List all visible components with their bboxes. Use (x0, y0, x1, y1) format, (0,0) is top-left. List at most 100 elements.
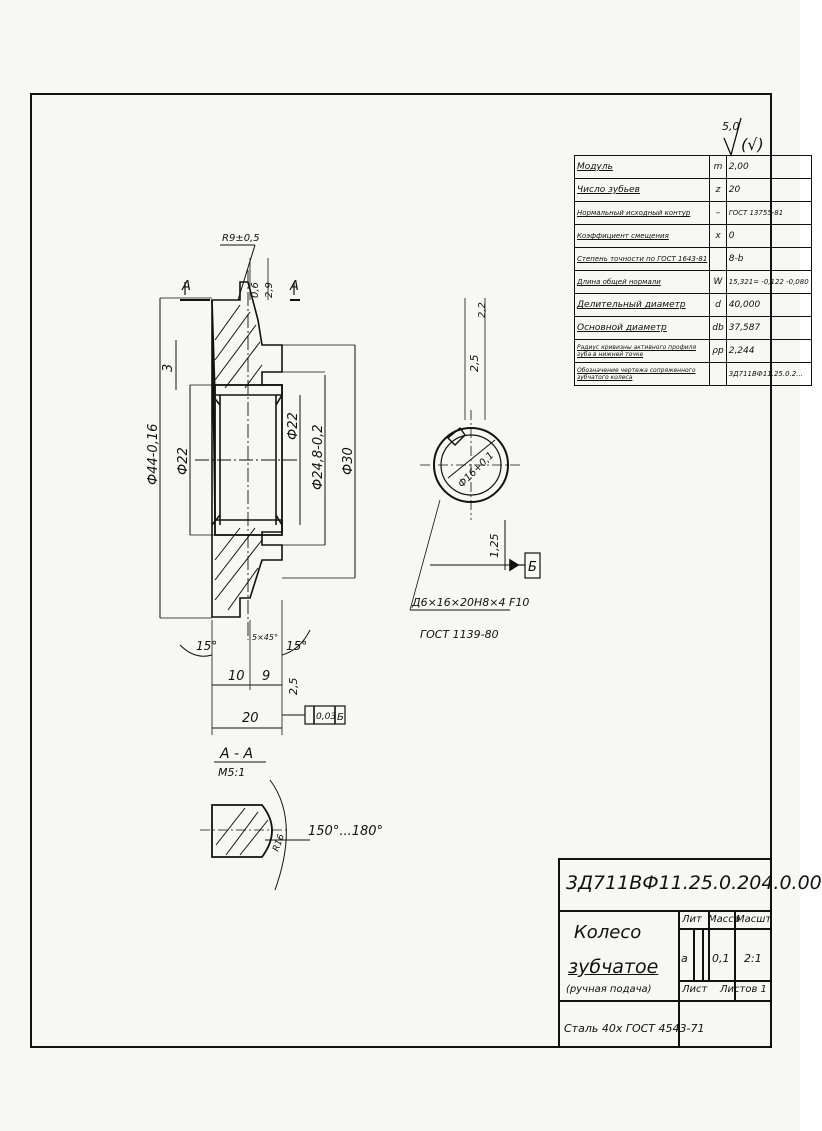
scale-header: Масшт (736, 914, 772, 925)
drawing-graphics: 5,0 (√) R9±0,5 0,6 2,9 А А Ф44-0,16 Ф22 … (146, 117, 764, 891)
section-mark-right: А (289, 279, 299, 294)
dim-angle-range: 150°...180° (308, 824, 383, 839)
part-name-line1: Колесо (574, 922, 642, 943)
param-name: Число зубьев (573, 178, 711, 202)
base-label: Б (528, 560, 537, 575)
sheet-label: Лист (682, 984, 708, 995)
dim-r16: R16 (271, 833, 287, 853)
title-divider (678, 928, 770, 930)
dim-l20: 20 (242, 711, 259, 726)
param-value: 8-b (725, 247, 812, 271)
param-symbol: d (709, 293, 727, 317)
param-symbol: W (709, 270, 727, 294)
param-symbol: x (709, 224, 727, 248)
dim-d248: Ф24,8-0,2 (311, 424, 326, 490)
title-divider (678, 910, 680, 1048)
param-symbol: – (709, 201, 727, 225)
dim-h3: 3 (161, 364, 176, 372)
view-scale: М5:1 (218, 766, 245, 779)
param-name: Обозначение чертежа сопряженного зубчато… (573, 362, 711, 386)
title-divider (693, 928, 695, 980)
param-symbol: db (709, 316, 727, 340)
spline-standard: ГОСТ 1139-80 (420, 628, 499, 641)
param-row: Радиус кривизны активного профиля зуба в… (573, 339, 812, 363)
param-symbol: z (709, 178, 727, 202)
section-mark-left: А (181, 279, 191, 294)
param-value: 20 (725, 178, 812, 202)
dim-l10: 10 (228, 669, 245, 684)
param-symbol: ρp (709, 339, 727, 363)
dim-w29: 2,9 (264, 282, 275, 298)
dim-d30: Ф30 (341, 447, 356, 475)
dim-w06: 0,6 (250, 282, 261, 298)
dim-key-width-2: 2,2 (477, 302, 488, 318)
param-name: Длина общей нормали (573, 270, 711, 294)
param-name: Делительный диаметр (573, 293, 711, 317)
param-name: Степень точности по ГОСТ 1643-81 (573, 247, 711, 271)
title-divider (678, 980, 770, 982)
roughness-value: 5,0 (722, 120, 740, 133)
param-row: Нормальный исходный контур–ГОСТ 13755-81 (573, 201, 812, 225)
part-name-line2: зубчатое (568, 956, 659, 978)
title-divider (708, 910, 710, 980)
tolerance-value: 0,03 (316, 712, 336, 722)
dim-d44: Ф44-0,16 (146, 424, 161, 485)
dim-d125: 1,25 (488, 534, 501, 559)
drawing-sheet: 5,0 (√) R9±0,5 0,6 2,9 А А Ф44-0,16 Ф22 … (30, 93, 822, 1048)
param-value: 40,000 (725, 293, 812, 317)
param-value: 3Д711ВФ11.25.0.2... (725, 362, 812, 386)
param-row: Степень точности по ГОСТ 1643-81 8-b (573, 247, 812, 271)
spline-spec: Д6×16×20Н8×4 F10 (411, 596, 529, 609)
param-row: Обозначение чертежа сопряженного зубчато… (573, 362, 812, 386)
dim-d22-right: Ф22 (286, 412, 301, 440)
param-value: ГОСТ 13755-81 (725, 201, 812, 225)
param-name: Радиус кривизны активного профиля зуба в… (573, 339, 711, 363)
param-value: 15,321= -0,122 -0,080 (725, 270, 812, 294)
param-name: Нормальный исходный контур (573, 201, 711, 225)
param-symbol: m (709, 155, 727, 179)
sheets-label: Листов 1 (720, 984, 767, 995)
mass-header: Масса (708, 914, 740, 925)
view-title: А - А (219, 746, 253, 762)
param-value: 2,244 (725, 339, 812, 363)
title-block: 3Д711ВФ11.25.0.204.0.00 Лит Масса Масшт … (558, 858, 822, 1048)
param-value: 2,00 (725, 155, 812, 179)
material: Сталь 40х ГОСТ 4543-71 (564, 1022, 705, 1035)
lit-value: a (681, 952, 688, 965)
scale-value: 2:1 (744, 952, 762, 965)
param-name: Основной диаметр (573, 316, 711, 340)
drawing-code: 3Д711ВФ11.25.0.204.0.00 (566, 872, 822, 894)
dim-l25: 2,5 (287, 678, 300, 696)
title-divider (560, 910, 770, 912)
dim-l9: 9 (262, 669, 270, 684)
dim-angle-right: 15° (286, 639, 307, 653)
param-value: 0 (725, 224, 812, 248)
drawing-frame (30, 93, 772, 1048)
dim-d22-left: Ф22 (176, 447, 191, 475)
param-symbol (709, 362, 727, 386)
param-name: Модуль (573, 155, 711, 179)
param-value: 37,587 (725, 316, 812, 340)
tolerance-base: Б (337, 712, 344, 723)
title-divider (734, 910, 736, 1000)
dim-fillet: R9±0,5 (222, 233, 260, 244)
param-name: Коэффициент смещения (573, 224, 711, 248)
title-divider (560, 1000, 770, 1002)
roughness-bracket: (√) (741, 135, 764, 154)
title-divider (702, 928, 704, 980)
part-name-line3: (ручная подача) (566, 984, 652, 995)
param-symbol (709, 247, 727, 271)
dim-spline-d: Ф16+0,1 (456, 450, 496, 490)
lit-header: Лит (682, 914, 702, 925)
dim-key-width: 2,5 (468, 355, 481, 373)
dim-angle-left: 15° (196, 639, 217, 653)
dim-chamfer: 5×45° (252, 633, 278, 642)
mass-value: 0,1 (712, 952, 730, 965)
